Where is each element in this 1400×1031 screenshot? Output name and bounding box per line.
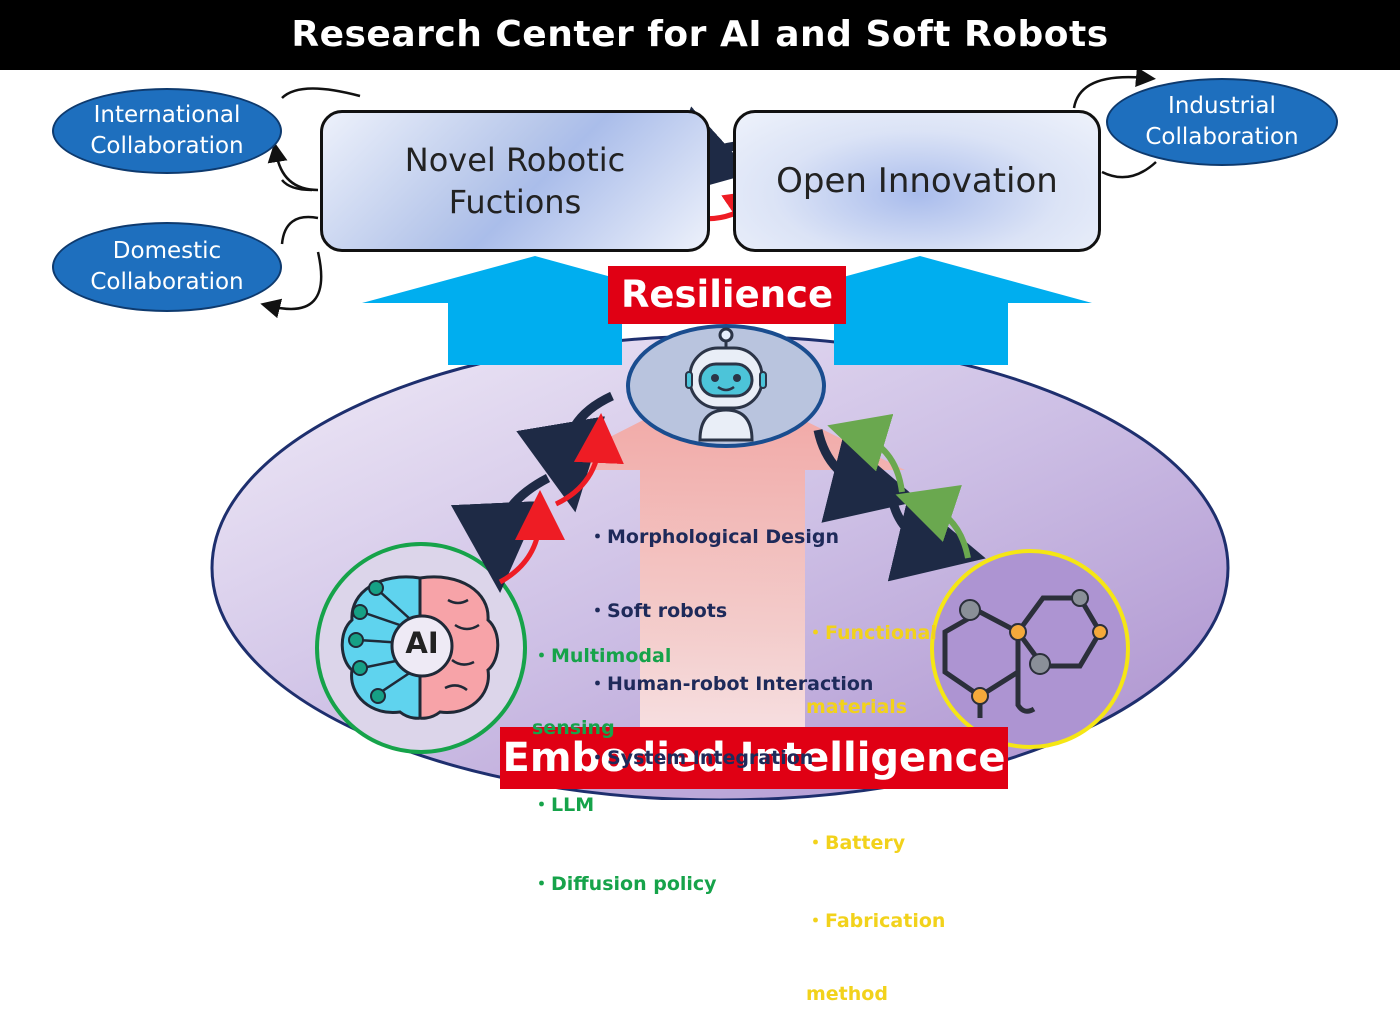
arrow-ai-to-robot-2: [554, 413, 624, 507]
robot-topics-list: ・Morphological Design ・Soft robots ・Huma…: [588, 476, 873, 795]
embodied-intelligence-label: Embodied Intelligence: [500, 727, 1008, 789]
ai-label: AI: [405, 626, 439, 660]
international-collaboration: International Collaboration: [52, 88, 282, 174]
loop-international-tail: [267, 142, 319, 192]
arrow-robot-to-ai-2: [450, 474, 551, 593]
loop-domestic: [280, 215, 319, 245]
brain-icon: [340, 575, 500, 720]
list-item: method: [806, 983, 888, 1005]
list-item: [806, 768, 945, 782]
list-item: ・Functional: [806, 622, 937, 644]
ai-topics-list: ・Multimodal sensing ・LLM ・Diffusion poli…: [532, 595, 717, 921]
loop-domestic-tail: [260, 251, 323, 319]
central-beam: [545, 380, 905, 740]
novel-line-2: Fuctions: [448, 183, 582, 221]
international-line-1: International: [93, 102, 241, 128]
list-item: ・Battery: [806, 832, 906, 854]
list-item: sensing: [532, 716, 615, 739]
industrial-collaboration: Industrial Collaboration: [1106, 78, 1338, 166]
open-innovation-box: Open Innovation: [733, 110, 1101, 252]
industrial-line-1: Industrial: [1168, 93, 1276, 119]
list-item: materials: [806, 695, 908, 718]
diagram-canvas: [210, 67, 1230, 800]
domestic-line-2: Collaboration: [90, 269, 244, 295]
industrial-line-2: Collaboration: [1145, 124, 1299, 150]
list-item: ・Human-robot Interaction: [588, 673, 874, 695]
international-line-2: Collaboration: [90, 133, 244, 159]
materials-topics-list: ・Functional materials ・Battery ・Fabricat…: [806, 572, 945, 1031]
arrow-ai-to-robot-1: [498, 490, 565, 585]
arrow-mat-to-robot-1: [895, 485, 971, 559]
novel-line-1: Novel Robotic: [404, 141, 626, 179]
list-item: ・Diffusion policy: [532, 872, 717, 895]
list-item: ・Multimodal: [532, 645, 672, 667]
robot-icon: [685, 327, 767, 442]
molecule-nodes: [959, 589, 1108, 705]
domestic-collaboration: Domestic Collaboration: [52, 222, 282, 312]
page-title: Research Center for AI and Soft Robots: [0, 0, 1400, 70]
list-item: ・Morphological Design: [588, 526, 840, 548]
loop-industrial-tail: [1101, 161, 1157, 179]
list-item: ・Fabrication: [806, 909, 946, 932]
novel-robotic-functions-box: Novel Robotic Fuctions: [320, 110, 710, 252]
resilience-label: Resilience: [608, 266, 846, 324]
list-item: ・System Integration: [588, 746, 814, 769]
list-item: ・LLM: [532, 794, 595, 816]
open-innovation-label: Open Innovation: [776, 161, 1058, 201]
loop-industrial-head: [1072, 67, 1156, 109]
list-item: ・Soft robots: [588, 599, 728, 622]
arrow-mat-to-robot-2: [827, 413, 905, 493]
domestic-line-1: Domestic: [112, 238, 222, 264]
